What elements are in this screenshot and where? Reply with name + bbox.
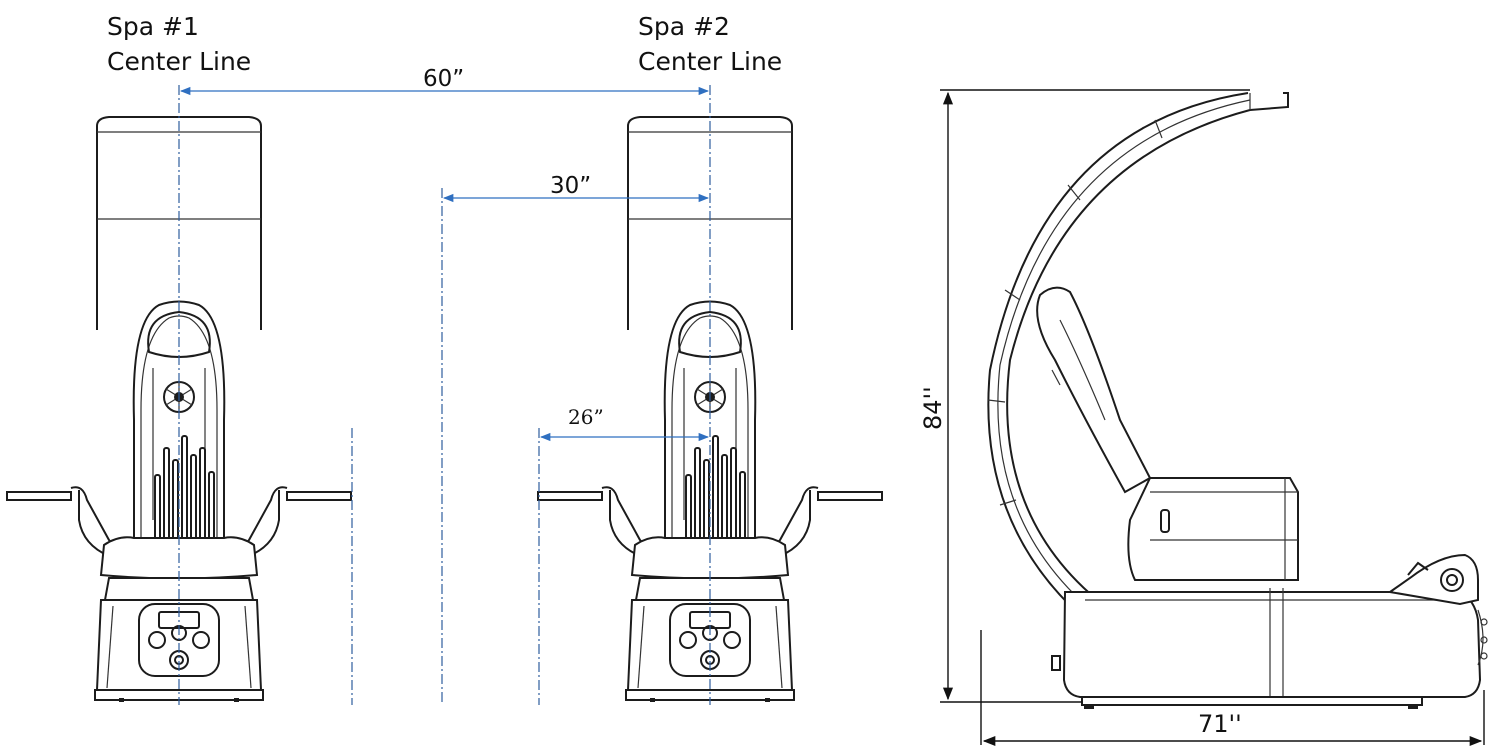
dim-60-label: 60”: [423, 66, 464, 92]
spa2-centerline-label: Center Line: [638, 47, 782, 76]
spa-side-view: [987, 92, 1488, 709]
dim-71-label: 71'': [1198, 710, 1242, 738]
dim-26-label: 26”: [568, 405, 604, 429]
dim-30-label: 30”: [550, 173, 591, 199]
dim-84-label: 84'': [919, 386, 947, 430]
spa2-label: Spa #2: [638, 12, 730, 41]
spa1-centerline-label: Center Line: [107, 47, 251, 76]
spa1-label: Spa #1: [107, 12, 199, 41]
